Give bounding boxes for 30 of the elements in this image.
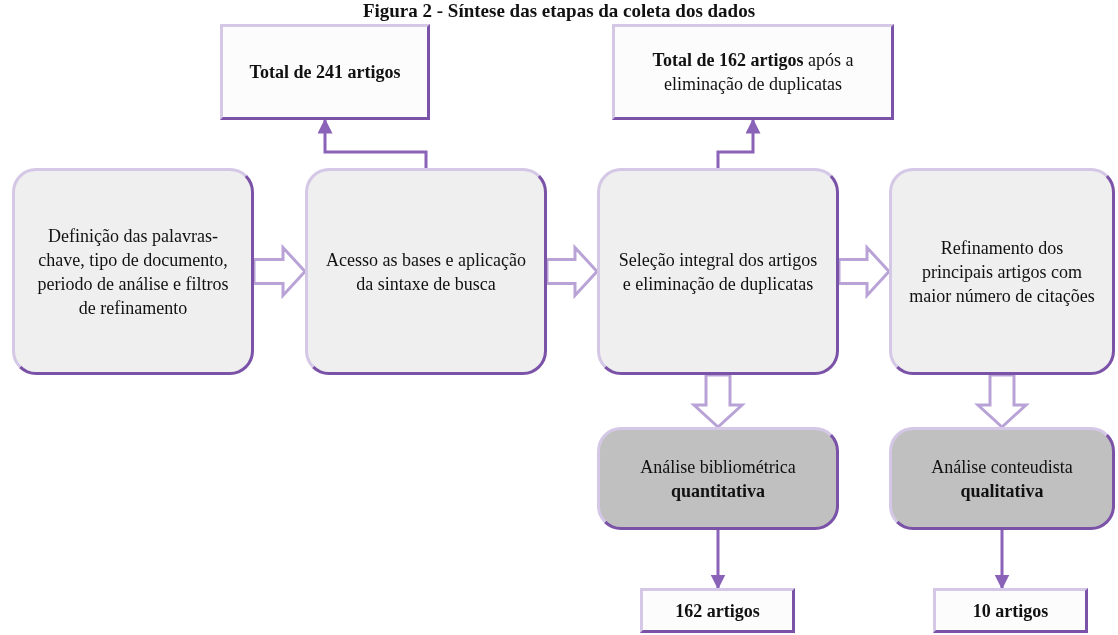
block-arrow [690,373,746,430]
box-text: Definição das palavras-chave, tipo de documento, periodo de análise e filtros de refinamento [36,224,230,320]
result-box [933,588,1088,633]
box-text: Refinamento dos principais artigos com maior número de citações [908,236,1096,308]
block-arrow [545,243,600,300]
block-arrow [252,243,308,300]
result-box [640,588,795,633]
arrow [710,530,726,590]
block-arrow [837,243,892,300]
arrow [716,118,761,168]
process-box [597,168,839,375]
process-box [889,168,1115,375]
box-text: Análise conteudista qualitativa [930,455,1074,503]
process-box [12,168,254,375]
box-text: Total de 162 artigos após a eliminação de duplicatas [651,49,855,96]
analysis-box [889,427,1115,530]
process-box [305,168,547,375]
figure-title: Figura 2 - Síntese das etapas da coleta dos dados [361,0,757,22]
analysis-box [597,427,839,530]
block-arrow [974,373,1030,430]
box-text: Acesso as bases e aplicação da sintaxe de busca [325,248,527,296]
box-text: Total de 241 artigos [248,61,402,84]
result-box [220,24,430,120]
result-box [612,24,894,120]
arrow [317,118,428,168]
box-text: 162 artigos [674,599,761,623]
box-text: 10 artigos [971,599,1050,623]
arrow [994,530,1010,590]
box-text: Seleção integral dos artigos e eliminação de duplicatas [617,248,819,296]
box-text: Análise bibliométrica quantitativa [639,455,797,503]
